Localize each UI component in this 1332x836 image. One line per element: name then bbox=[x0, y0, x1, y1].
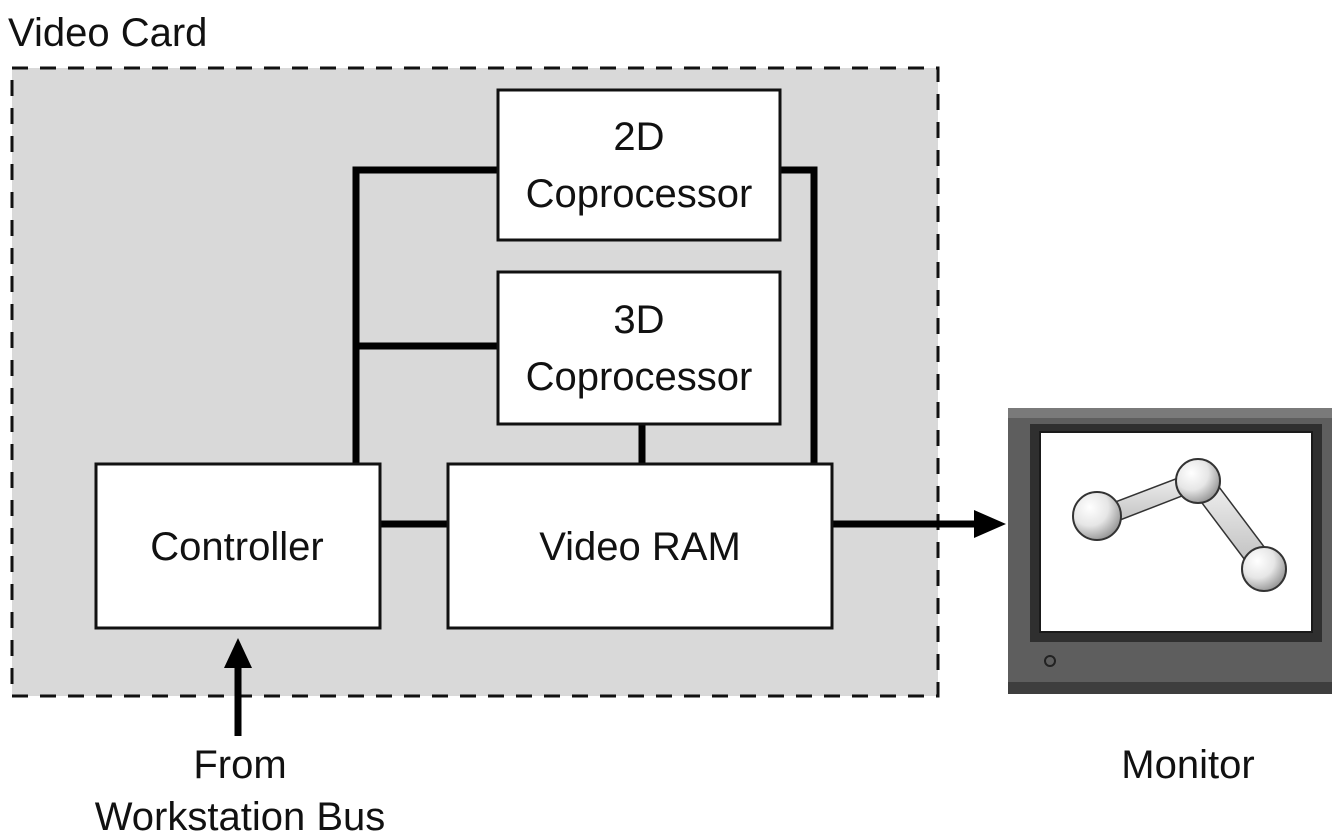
coprocessor-3d-block: 3D Coprocessor bbox=[496, 270, 782, 426]
controller-to-2d-line bbox=[352, 166, 498, 464]
monitor-icon bbox=[1008, 408, 1332, 694]
coprocessor-2d-line2: Coprocessor bbox=[526, 172, 753, 216]
connectors bbox=[234, 166, 978, 736]
video-ram-block: Video RAM bbox=[446, 462, 834, 630]
bus-arrowhead bbox=[224, 638, 252, 668]
monitor-label: Monitor bbox=[1121, 743, 1254, 787]
molecule-graphic bbox=[1072, 458, 1287, 592]
monitor-arrowhead bbox=[974, 510, 1006, 538]
2d-to-vram-line bbox=[780, 166, 818, 464]
coprocessor-2d-line1: 2D bbox=[613, 115, 664, 159]
controller-block: Controller bbox=[94, 462, 382, 630]
bus-label-line1: From bbox=[193, 743, 286, 787]
video-card-title: Video Card bbox=[8, 11, 207, 55]
bus-label-line2: Workstation Bus bbox=[95, 795, 386, 836]
coprocessor-3d-line1: 3D bbox=[613, 298, 664, 342]
video-ram-label: Video RAM bbox=[539, 525, 741, 569]
coprocessor-2d-block: 2D Coprocessor bbox=[496, 88, 782, 242]
coprocessor-3d-line2: Coprocessor bbox=[526, 355, 753, 399]
controller-label: Controller bbox=[150, 525, 323, 569]
